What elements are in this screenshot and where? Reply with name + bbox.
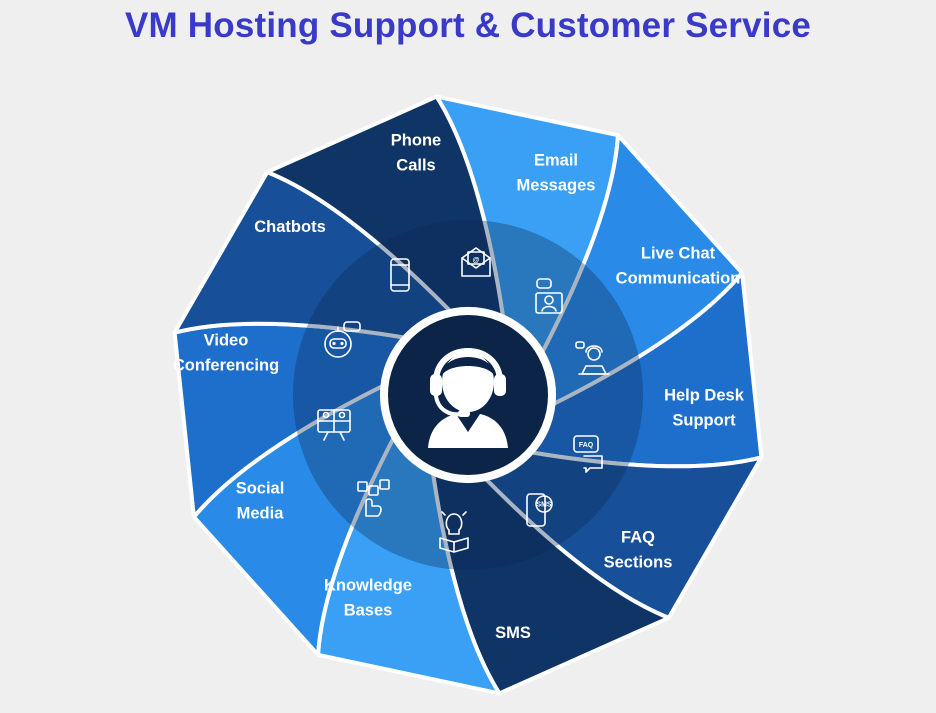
lightbulb-book-icon [439, 511, 469, 553]
label-line: Live Chat [641, 245, 716, 263]
label-line: Help Desk [664, 387, 745, 405]
label-line: Conferencing [173, 357, 279, 375]
sms-phone-icon: SMS [526, 493, 553, 527]
label-sms: SMS [495, 624, 531, 642]
video-chat-agent-icon [535, 278, 563, 314]
chatbot-robot-icon [324, 321, 361, 358]
label-line: Video [204, 332, 249, 350]
email-envelope-icon: @ [461, 247, 491, 277]
svg-text:FAQ: FAQ [579, 442, 594, 449]
label-line: Media [237, 505, 285, 523]
label-line: Messages [517, 177, 596, 195]
label-line: Phone [391, 132, 441, 150]
label-line: Bases [344, 602, 393, 620]
smartphone-icon [390, 258, 410, 292]
label-line: Communication [616, 270, 741, 288]
label-faq-sections: FAQ Sections [604, 529, 673, 572]
label-line: SMS [495, 624, 531, 642]
label-line: FAQ [621, 529, 655, 547]
svg-text:@: @ [473, 257, 480, 264]
label-line: Social [236, 480, 285, 498]
label-line: Sections [604, 554, 673, 572]
label-line: Email [534, 152, 578, 170]
label-line: Support [672, 412, 736, 430]
agent-laptop-icon [575, 341, 610, 375]
label-line: Chatbots [254, 218, 326, 236]
svg-text:SMS: SMS [536, 502, 552, 509]
headset-agent-icon [428, 348, 508, 448]
label-line: Knowledge [324, 577, 412, 595]
label-chatbots: Chatbots [254, 218, 326, 236]
faq-bubble-icon: FAQ [573, 435, 603, 473]
social-media-hand-icon [357, 479, 390, 517]
video-conference-icon [317, 409, 351, 441]
page-title: VM Hosting Support & Customer Service [124, 6, 812, 45]
label-line: Calls [396, 157, 435, 175]
